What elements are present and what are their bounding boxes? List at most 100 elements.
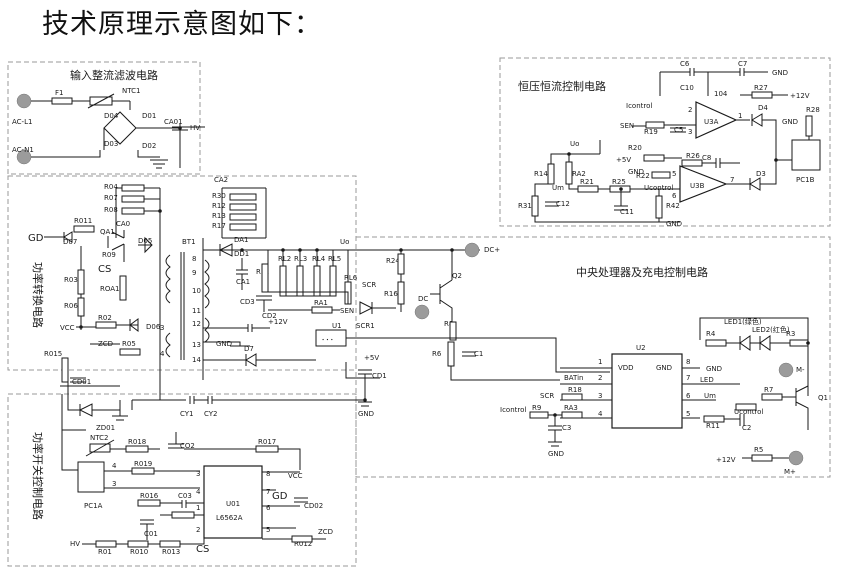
- svg-text:RL4: RL4: [312, 255, 326, 263]
- svg-text:3: 3: [196, 470, 200, 478]
- svg-text:Um: Um: [552, 184, 564, 192]
- svg-text:GND: GND: [782, 118, 798, 126]
- svg-text:VCC: VCC: [60, 324, 75, 332]
- section-title-power-conversion: 功率转换电路: [31, 262, 45, 328]
- svg-text:11: 11: [192, 307, 201, 315]
- svg-text:14: 14: [192, 356, 201, 364]
- svg-text:Icontrol: Icontrol: [500, 406, 526, 414]
- svg-text:GND: GND: [706, 365, 722, 373]
- svg-text:U3B: U3B: [690, 182, 705, 190]
- svg-text:C12: C12: [556, 200, 570, 208]
- svg-text:F1: F1: [55, 89, 63, 97]
- svg-text:ꞏ ꞏ ꞏ: ꞏ ꞏ ꞏ: [322, 336, 333, 344]
- svg-text:3: 3: [688, 128, 692, 136]
- svg-text:CD3: CD3: [240, 298, 255, 306]
- svg-text:4: 4: [598, 410, 603, 418]
- svg-text:GND: GND: [216, 340, 232, 348]
- svg-text:SCR: SCR: [362, 281, 376, 289]
- svg-text:6: 6: [686, 392, 691, 400]
- svg-text:R01: R01: [98, 548, 112, 556]
- svg-text:1: 1: [738, 112, 742, 120]
- svg-text:R05: R05: [122, 340, 136, 348]
- svg-text:2: 2: [598, 374, 602, 382]
- ac-l1-terminal: [16, 93, 32, 109]
- svg-text:VDD: VDD: [618, 364, 634, 372]
- gd-label: GD: [28, 233, 44, 244]
- svg-text:R30: R30: [212, 192, 226, 200]
- section-title-cv-cc: 恒压恒流控制电路: [518, 79, 606, 93]
- svg-text:BT1: BT1: [182, 238, 196, 246]
- svg-text:CY2: CY2: [204, 410, 218, 418]
- svg-text:SCR1: SCR1: [356, 322, 375, 330]
- svg-text:8: 8: [686, 358, 690, 366]
- svg-text:C5: C5: [674, 126, 683, 134]
- svg-text:SCR: SCR: [540, 392, 554, 400]
- svg-text:GND: GND: [772, 69, 788, 77]
- svg-text:5: 5: [686, 410, 690, 418]
- svg-text:R26: R26: [686, 152, 700, 160]
- svg-text:6: 6: [672, 192, 677, 200]
- svg-text:R02: R02: [98, 314, 112, 322]
- svg-text:HV: HV: [190, 124, 200, 132]
- svg-text:4: 4: [112, 462, 117, 470]
- svg-text:D3: D3: [756, 170, 766, 178]
- svg-text:9: 9: [192, 269, 196, 277]
- svg-text:13: 13: [192, 341, 201, 349]
- svg-text:D7: D7: [244, 345, 254, 353]
- svg-text:R24: R24: [386, 257, 400, 265]
- svg-text:R13: R13: [212, 212, 226, 220]
- svg-text:4: 4: [160, 350, 165, 358]
- svg-text:RL6: RL6: [344, 274, 358, 282]
- svg-text:10: 10: [192, 287, 201, 295]
- svg-text:D4: D4: [758, 104, 768, 112]
- svg-text:D06: D06: [146, 323, 161, 331]
- svg-text:CS: CS: [196, 544, 209, 555]
- svg-text:DC: DC: [418, 295, 428, 303]
- svg-text:D01: D01: [142, 112, 156, 120]
- svg-text:ROA1: ROA1: [100, 285, 120, 293]
- svg-text:SEN: SEN: [340, 307, 354, 315]
- svg-text:CA1: CA1: [236, 278, 250, 286]
- svg-text:D04: D04: [104, 112, 119, 120]
- section-title-input-rectifier: 输入整流滤波电路: [70, 68, 158, 82]
- svg-text:C03: C03: [178, 492, 192, 500]
- svg-text:R08: R08: [104, 206, 118, 214]
- svg-text:DA1: DA1: [234, 236, 249, 244]
- svg-text:D07: D07: [63, 238, 77, 246]
- svg-text:R25: R25: [612, 178, 626, 186]
- svg-text:CD1: CD1: [372, 372, 387, 380]
- svg-text:R4: R4: [706, 330, 716, 338]
- svg-text:R010: R010: [130, 548, 148, 556]
- pc1a-optocoupler: [77, 461, 105, 493]
- svg-text:+12V: +12V: [790, 92, 810, 100]
- svg-text:U2: U2: [636, 344, 646, 352]
- svg-text:R07: R07: [104, 194, 118, 202]
- svg-text:R31: R31: [518, 202, 532, 210]
- svg-text:C7: C7: [738, 60, 747, 68]
- svg-text:+12V: +12V: [716, 456, 736, 464]
- svg-text:Icontrol: Icontrol: [626, 102, 652, 110]
- svg-text:R12: R12: [212, 202, 226, 210]
- page-title: 技术原理示意图如下：: [42, 9, 322, 40]
- svg-text:C8: C8: [702, 154, 711, 162]
- section-box-switch-control: [7, 393, 357, 567]
- svg-text:R7: R7: [764, 386, 773, 394]
- svg-text:L6562A: L6562A: [216, 514, 243, 522]
- svg-text:Q1: Q1: [818, 394, 828, 402]
- svg-text:RL2: RL2: [278, 255, 291, 263]
- svg-text:2: 2: [196, 526, 200, 534]
- svg-text:R14: R14: [534, 170, 548, 178]
- svg-text:RA2: RA2: [572, 170, 586, 178]
- section-box-input-rectifier: [7, 61, 201, 175]
- svg-text:M-: M-: [796, 366, 805, 374]
- ac-l1-label: AC-L1: [12, 118, 32, 126]
- svg-text:GD: GD: [272, 491, 288, 502]
- svg-text:Uo: Uo: [570, 140, 579, 148]
- svg-text:R6: R6: [432, 350, 442, 358]
- svg-text:GND: GND: [358, 410, 374, 418]
- svg-text:5: 5: [672, 170, 676, 178]
- svg-text:RA3: RA3: [564, 404, 578, 412]
- svg-text:BATin: BATin: [564, 374, 584, 382]
- svg-text:C6: C6: [680, 60, 690, 68]
